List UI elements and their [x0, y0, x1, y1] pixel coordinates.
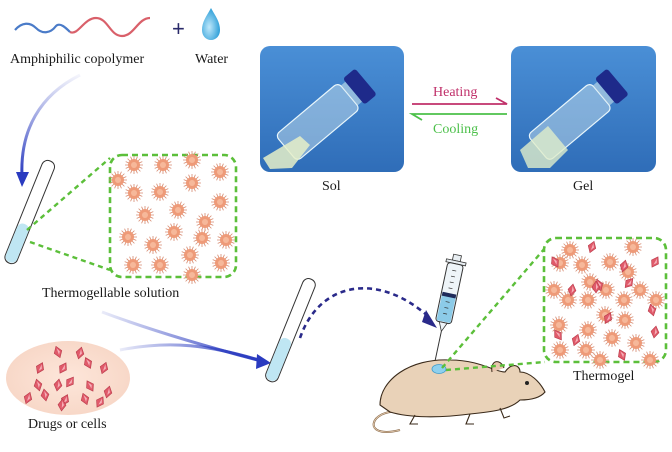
micelle [124, 183, 144, 203]
micelle [614, 290, 634, 310]
micelle [150, 255, 170, 275]
micelle [164, 222, 184, 242]
zoom-frame-solution [108, 153, 238, 279]
injection-path-arrow [298, 287, 431, 339]
label-drugs-or-cells: Drugs or cells [28, 417, 107, 432]
label-thermogellable-solution: Thermogellable solution [42, 286, 179, 301]
micelle [182, 265, 202, 285]
micelle [168, 200, 188, 220]
micelle [216, 230, 236, 250]
micelle [558, 290, 578, 310]
micelle [108, 170, 128, 190]
micelle [550, 340, 570, 360]
micelle [135, 205, 155, 225]
micelle [195, 212, 215, 232]
gel-vial-photo [511, 46, 656, 172]
drugs-cluster [6, 341, 130, 415]
micelle [572, 255, 592, 275]
merge-arrow-head-icon [256, 354, 271, 369]
micelle [590, 350, 610, 370]
micelle [180, 245, 200, 265]
micelle [150, 182, 170, 202]
micelle [578, 320, 598, 340]
label-sol: Sol [322, 179, 341, 194]
arrow-head-icon [16, 172, 29, 187]
micelle [615, 310, 635, 330]
micelle [640, 350, 660, 370]
micelle [143, 235, 163, 255]
zoom-lines-thermogel [441, 247, 546, 372]
micelle [192, 228, 212, 248]
arrow-to-tube [20, 73, 81, 177]
micelle [626, 333, 646, 353]
label-gel: Gel [573, 179, 593, 194]
zoom-lines-solution [26, 157, 111, 272]
mouse-illustration [372, 359, 546, 433]
micelle [182, 150, 202, 170]
water-drop-icon [202, 8, 220, 40]
micelle [630, 280, 650, 300]
syringe-icon [433, 253, 467, 365]
micelle [544, 280, 564, 300]
micelle [560, 240, 580, 260]
micelle [602, 328, 622, 348]
label-thermogel: Thermogel [573, 369, 635, 384]
plus-sign: + [172, 16, 185, 41]
sol-vial-photo [260, 46, 404, 172]
copolymer-chain-icon [14, 16, 151, 38]
micelle [578, 290, 598, 310]
test-tube-mixture [265, 278, 316, 383]
injection-arrow-head-icon [422, 310, 437, 328]
micelle [600, 252, 620, 272]
micelle [124, 155, 144, 175]
arrow-drugs-to-tube [119, 343, 263, 363]
micelle [153, 155, 173, 175]
test-tube-solution [4, 159, 56, 265]
micelle [549, 315, 569, 335]
label-copolymer: Amphiphilic copolymer [10, 52, 144, 67]
micelle [576, 340, 596, 360]
heating-arrow [412, 97, 508, 105]
micelle [210, 162, 230, 182]
micelle [182, 173, 202, 193]
label-water: Water [195, 52, 228, 67]
micelle [623, 237, 643, 257]
cooling-arrow [408, 113, 507, 121]
label-heating: Heating [433, 85, 477, 100]
micelle [123, 255, 143, 275]
micelle [210, 192, 230, 212]
micelle [118, 227, 138, 247]
label-cooling: Cooling [433, 122, 478, 137]
micelle [211, 253, 231, 273]
